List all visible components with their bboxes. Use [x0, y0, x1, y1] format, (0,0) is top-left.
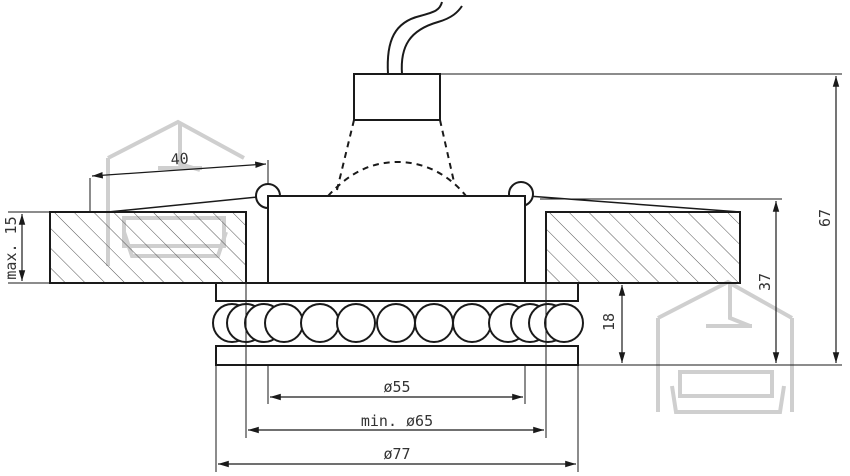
- crystal-bead: [376, 303, 416, 343]
- label-total-height: 67: [816, 209, 834, 227]
- lamp-outline-dashed: [327, 119, 467, 197]
- label-fixing-span: 40: [170, 149, 189, 168]
- label-height-below-wire: 37: [756, 273, 774, 291]
- extension-lines: [8, 73, 842, 472]
- housing-body: [267, 195, 526, 284]
- crystal-bead: [336, 303, 376, 343]
- power-cable: [386, 1, 463, 75]
- label-ring-height: 18: [600, 313, 618, 331]
- label-ceiling-thickness: max. 15: [2, 216, 20, 279]
- terminal-block: [353, 73, 441, 121]
- ceiling-slab-right: [545, 211, 741, 284]
- ring-plate-top: [215, 282, 579, 302]
- crystal-bead: [544, 303, 584, 343]
- crystal-bead: [264, 303, 304, 343]
- crystal-bead: [452, 303, 492, 343]
- crystal-bead: [414, 303, 454, 343]
- crystal-bead: [300, 303, 340, 343]
- label-outer-diameter: ø77: [383, 445, 410, 463]
- ceiling-slab-left: [49, 211, 247, 284]
- label-cutout-diameter: min. ø65: [361, 412, 433, 430]
- watermark-house-icon-right: [656, 279, 794, 414]
- dim-line-40: [91, 161, 267, 179]
- dimension-lines: [18, 76, 840, 468]
- label-inner-diameter: ø55: [383, 378, 410, 396]
- crystal-bead-row: [212, 303, 584, 343]
- ring-plate-bottom: [215, 345, 579, 366]
